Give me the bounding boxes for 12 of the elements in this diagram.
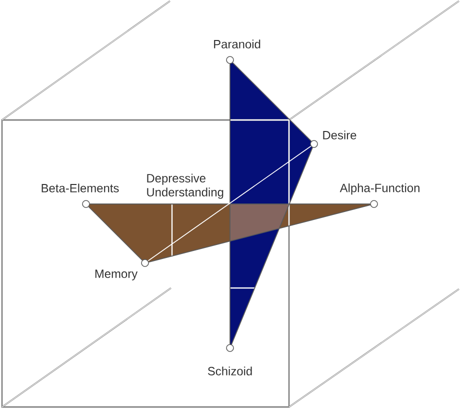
- connector-line: [232, 62, 312, 142]
- connector-line: [148, 146, 312, 262]
- vertex-label: Memory: [95, 270, 138, 280]
- vertex-label: Desire: [323, 130, 356, 140]
- vertex-label: Schizoid: [208, 366, 252, 376]
- vertex-label: Paranoid: [214, 40, 260, 48]
- connector-line: [148, 204, 371, 262]
- connector-line: [231, 147, 313, 345]
- vertex-label: Beta-Elements: [42, 184, 119, 192]
- center-label: Depressive Understanding: [147, 174, 224, 199]
- vertex-label: Alpha-Function: [340, 183, 420, 195]
- connector-line: [88, 206, 143, 261]
